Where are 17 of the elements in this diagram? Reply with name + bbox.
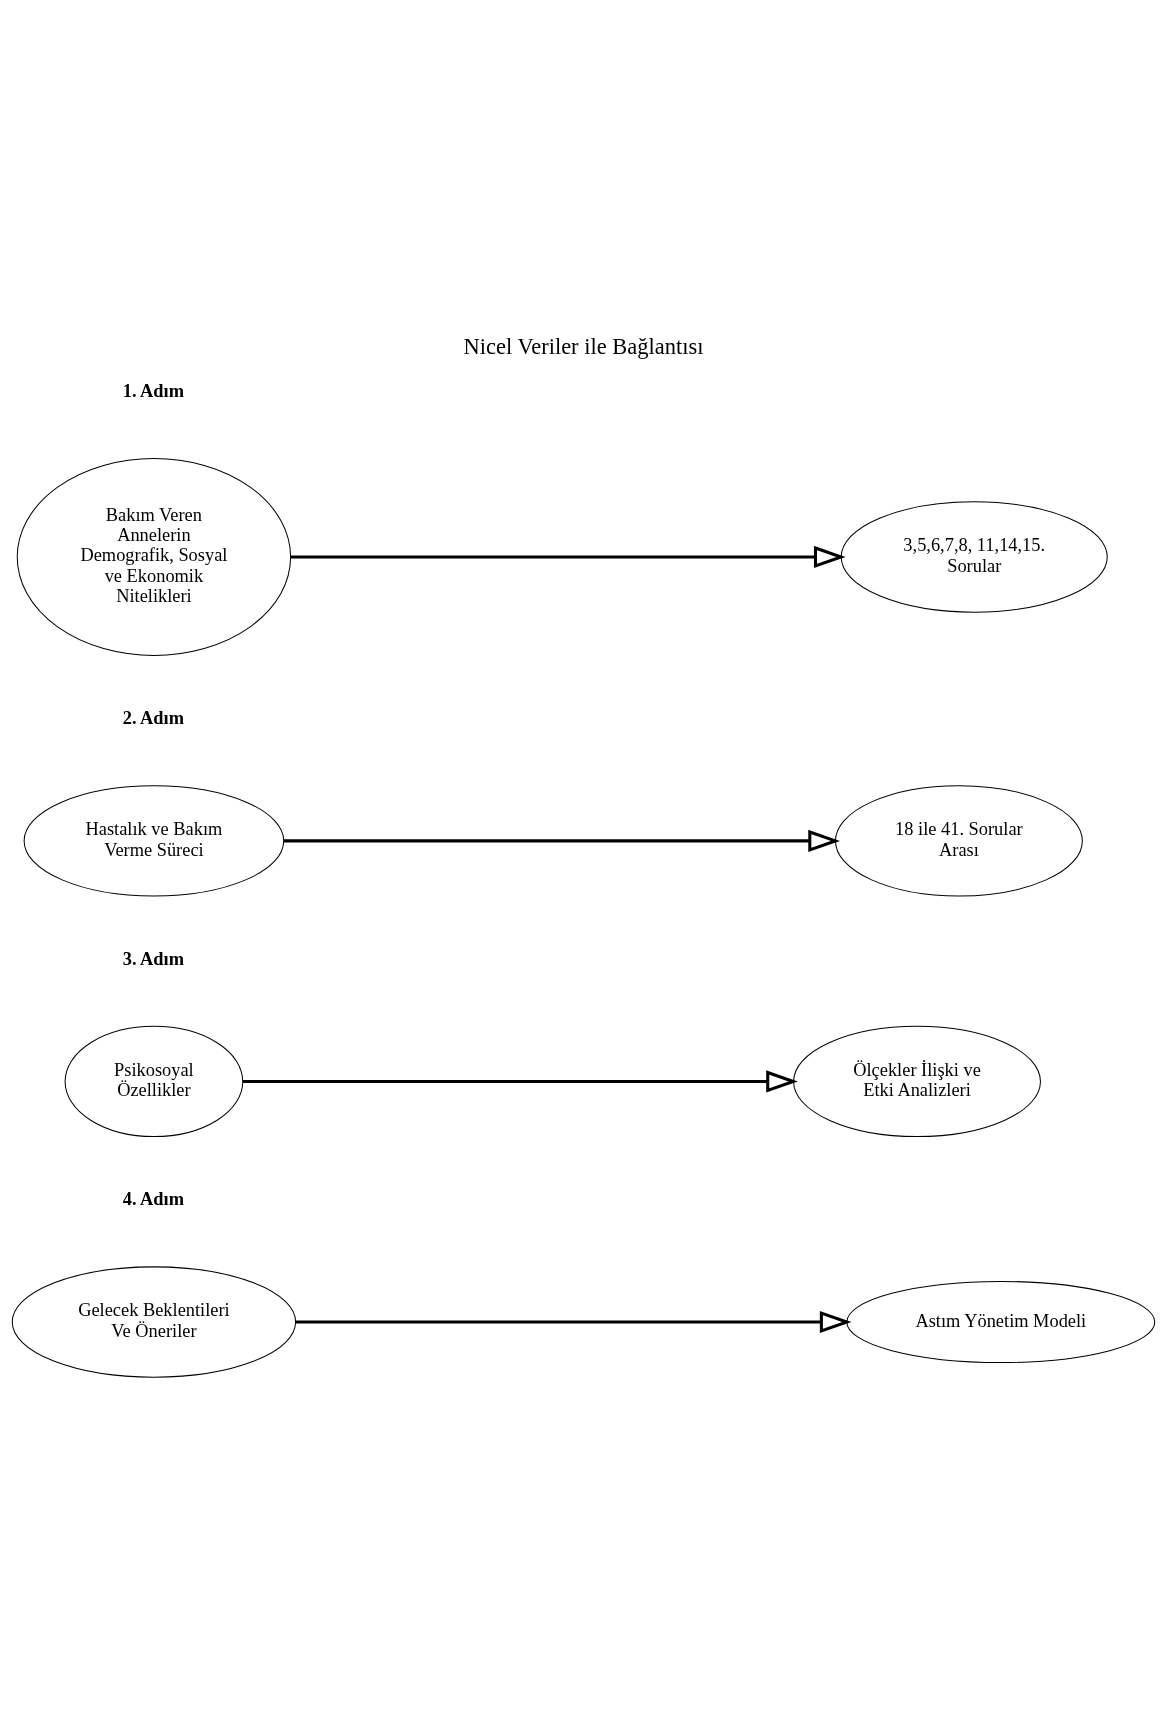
- node-ellipse: 18 ile 41. Sorular Arası: [834, 785, 1083, 897]
- arrow: [284, 829, 840, 852]
- arrow: [243, 1070, 798, 1093]
- node-ellipse: Gelecek Beklentileri Ve Öneriler: [11, 1266, 297, 1378]
- arrow: [295, 1310, 852, 1334]
- node-ellipse: Hastalık ve Bakım Verme Süreci: [23, 785, 285, 897]
- node-ellipse: 3,5,6,7,8, 11,14,15. Sorular: [840, 501, 1108, 613]
- node-ellipse: Psikosoyal Özellikler: [64, 1025, 244, 1138]
- node-ellipse: Astım Yönetim Modeli: [846, 1280, 1156, 1364]
- node-ellipse: Ölçekler İlişki ve Etki Analizleri: [793, 1025, 1041, 1138]
- arrow: [290, 545, 846, 569]
- node-ellipse: Bakım Veren Annelerin Demografik, Sosyal ve Ekonomik Nitelikleri: [16, 458, 292, 656]
- label: 1. Adım: [122, 380, 185, 401]
- label: 3. Adım: [122, 948, 185, 969]
- label: 4. Adım: [122, 1189, 185, 1210]
- label: 2. Adım: [122, 708, 185, 729]
- diagram-title: Nicel Veriler ile Bağlantısı: [463, 334, 704, 360]
